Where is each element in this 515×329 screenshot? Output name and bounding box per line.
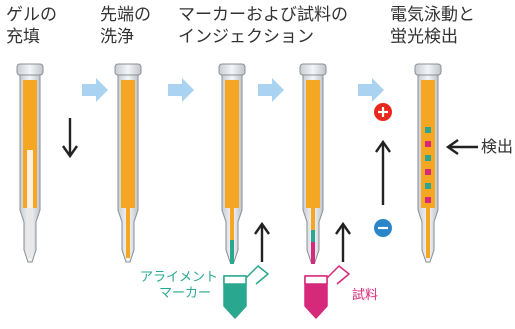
- marker-label: アライメント マーカー: [140, 270, 218, 302]
- step3-title: マーカーおよび試料の インジェクション: [178, 4, 348, 48]
- step4-line2: 蛍光検出: [390, 27, 458, 47]
- step1-line2: 充填: [6, 27, 40, 47]
- step2-line2: 洗浄: [100, 27, 134, 47]
- step2-title: 先端の 洗浄: [100, 4, 151, 48]
- plus-electrode-icon: [374, 103, 392, 121]
- flow-arrow-4: [358, 78, 384, 102]
- capillary-tip-wash: [114, 63, 142, 263]
- minus-electrode-icon: [374, 219, 392, 237]
- capillary-marker-injection: [218, 63, 246, 264]
- up-arrow-marker: [254, 221, 270, 262]
- flow-arrow-3: [258, 78, 284, 102]
- step4-line1: 電気泳動と: [390, 5, 475, 25]
- sample-label: 試料: [352, 288, 379, 303]
- capillary-electrophoresis: [414, 63, 442, 263]
- sample-tube: [304, 265, 350, 319]
- up-arrow-sample: [335, 221, 351, 262]
- flow-arrow-2: [168, 78, 194, 102]
- marker-tube: [223, 265, 269, 319]
- step3-line1: マーカーおよび試料の: [178, 5, 348, 25]
- flow-arrow-1: [82, 78, 108, 102]
- separated-bands: [425, 127, 431, 203]
- down-arrow: [62, 118, 78, 159]
- capillary-gel-filling: [16, 63, 44, 263]
- step4-title: 電気泳動と 蛍光検出: [390, 4, 475, 48]
- step1-line1: ゲルの: [6, 5, 57, 25]
- step1-title: ゲルの 充填: [6, 4, 57, 48]
- detection-arrow: [445, 139, 478, 155]
- step2-line1: 先端の: [100, 5, 151, 25]
- marker-label-line1: アライメント: [140, 270, 219, 285]
- detection-label: 検出: [481, 137, 514, 156]
- marker-label-line2: マーカー: [159, 286, 212, 301]
- up-arrow-electrophoresis: [375, 139, 391, 205]
- step3-line2: インジェクション: [178, 27, 314, 47]
- capillary-sample-injection: [299, 63, 327, 264]
